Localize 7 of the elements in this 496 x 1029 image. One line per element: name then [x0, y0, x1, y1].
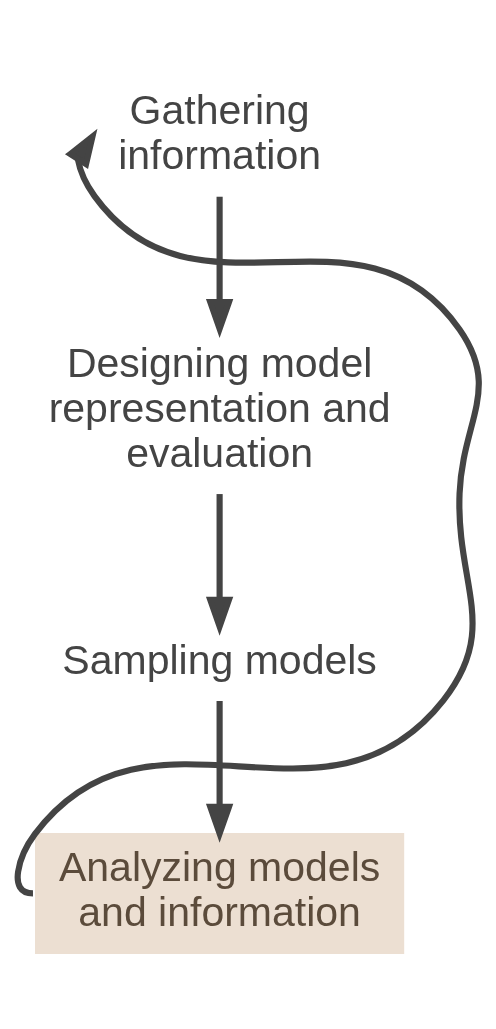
node-text: Sampling models — [61, 636, 377, 683]
node-box: Analyzing models and information — [34, 832, 404, 954]
arrow — [205, 493, 233, 636]
arrow — [205, 700, 233, 843]
arrow — [205, 196, 233, 338]
node-text: Designing model representation and evaluation — [48, 339, 391, 476]
node-text: Gathering information — [117, 86, 321, 178]
